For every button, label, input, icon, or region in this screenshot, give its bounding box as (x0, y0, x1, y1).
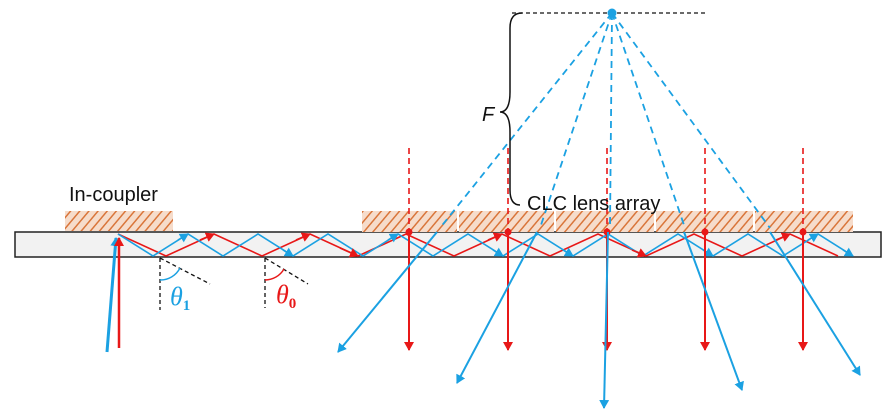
theta1-label: θ1 (170, 282, 190, 314)
focal-point (607, 8, 617, 18)
blue-output-rays (337, 231, 861, 409)
ray-direction-arrows (177, 232, 854, 258)
clc-lens-segment (459, 211, 554, 232)
guided-blue-ray (117, 233, 854, 257)
theta0-label: θ0 (276, 280, 296, 312)
incoming-blue-ray (105, 237, 121, 353)
guided-red-ray (117, 233, 839, 257)
theta0-angle-marker (264, 257, 309, 308)
theta1-angle-marker (159, 257, 211, 310)
red-interaction-dots (405, 228, 807, 236)
focal-length-label: F (482, 104, 496, 126)
focal-length-brace (499, 12, 523, 206)
in-coupler-label: In-coupler (69, 184, 158, 206)
focal-dashed-rays (439, 12, 771, 229)
clc-lens-segment (556, 211, 654, 232)
clc-lens-segment (755, 211, 853, 232)
lens-array-label: CLC lens array (527, 193, 660, 215)
in-coupler-grating (65, 211, 173, 231)
red-dashed-vertical-rays (408, 148, 804, 229)
